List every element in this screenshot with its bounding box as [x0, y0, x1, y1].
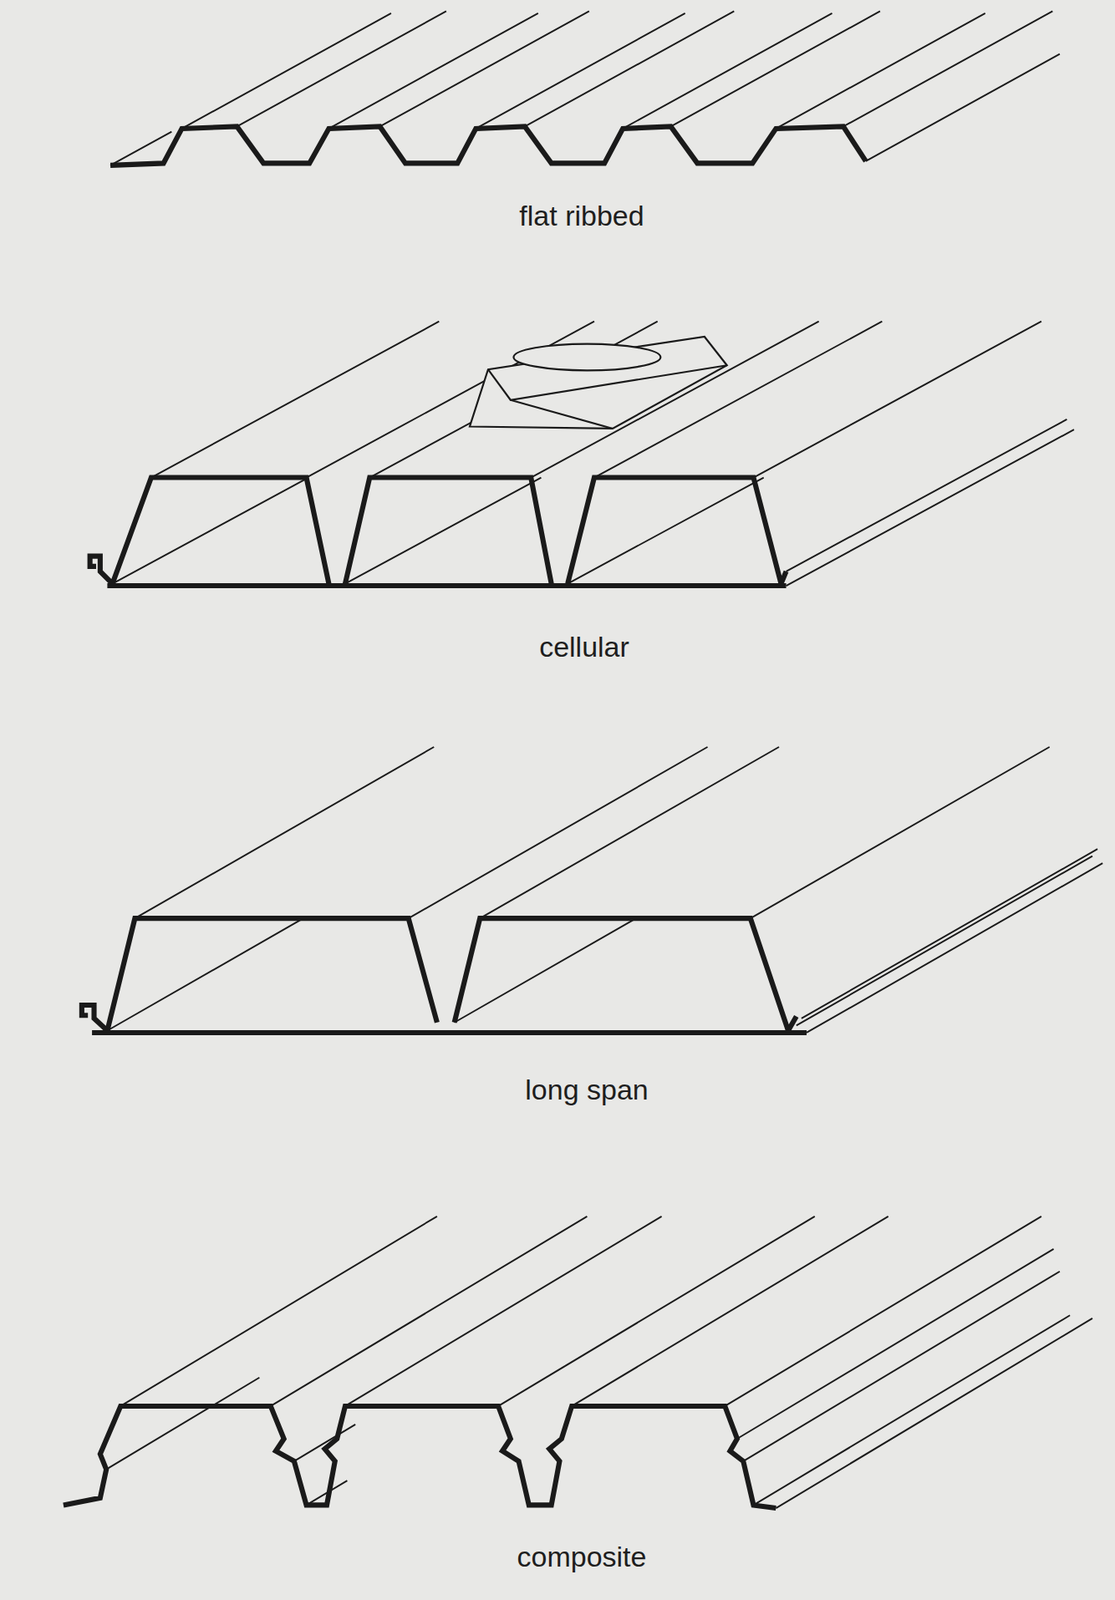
- profile-label: cellular: [539, 631, 630, 663]
- profile-label: composite: [517, 1542, 647, 1574]
- composite-deck: [63, 1216, 1093, 1509]
- profile-label: flat ribbed: [519, 200, 644, 232]
- cellular-deck: [90, 321, 1075, 586]
- flat-ribbed-deck: [110, 10, 1060, 165]
- profile-label: long span: [524, 1074, 648, 1106]
- long-span-deck: [81, 747, 1103, 1034]
